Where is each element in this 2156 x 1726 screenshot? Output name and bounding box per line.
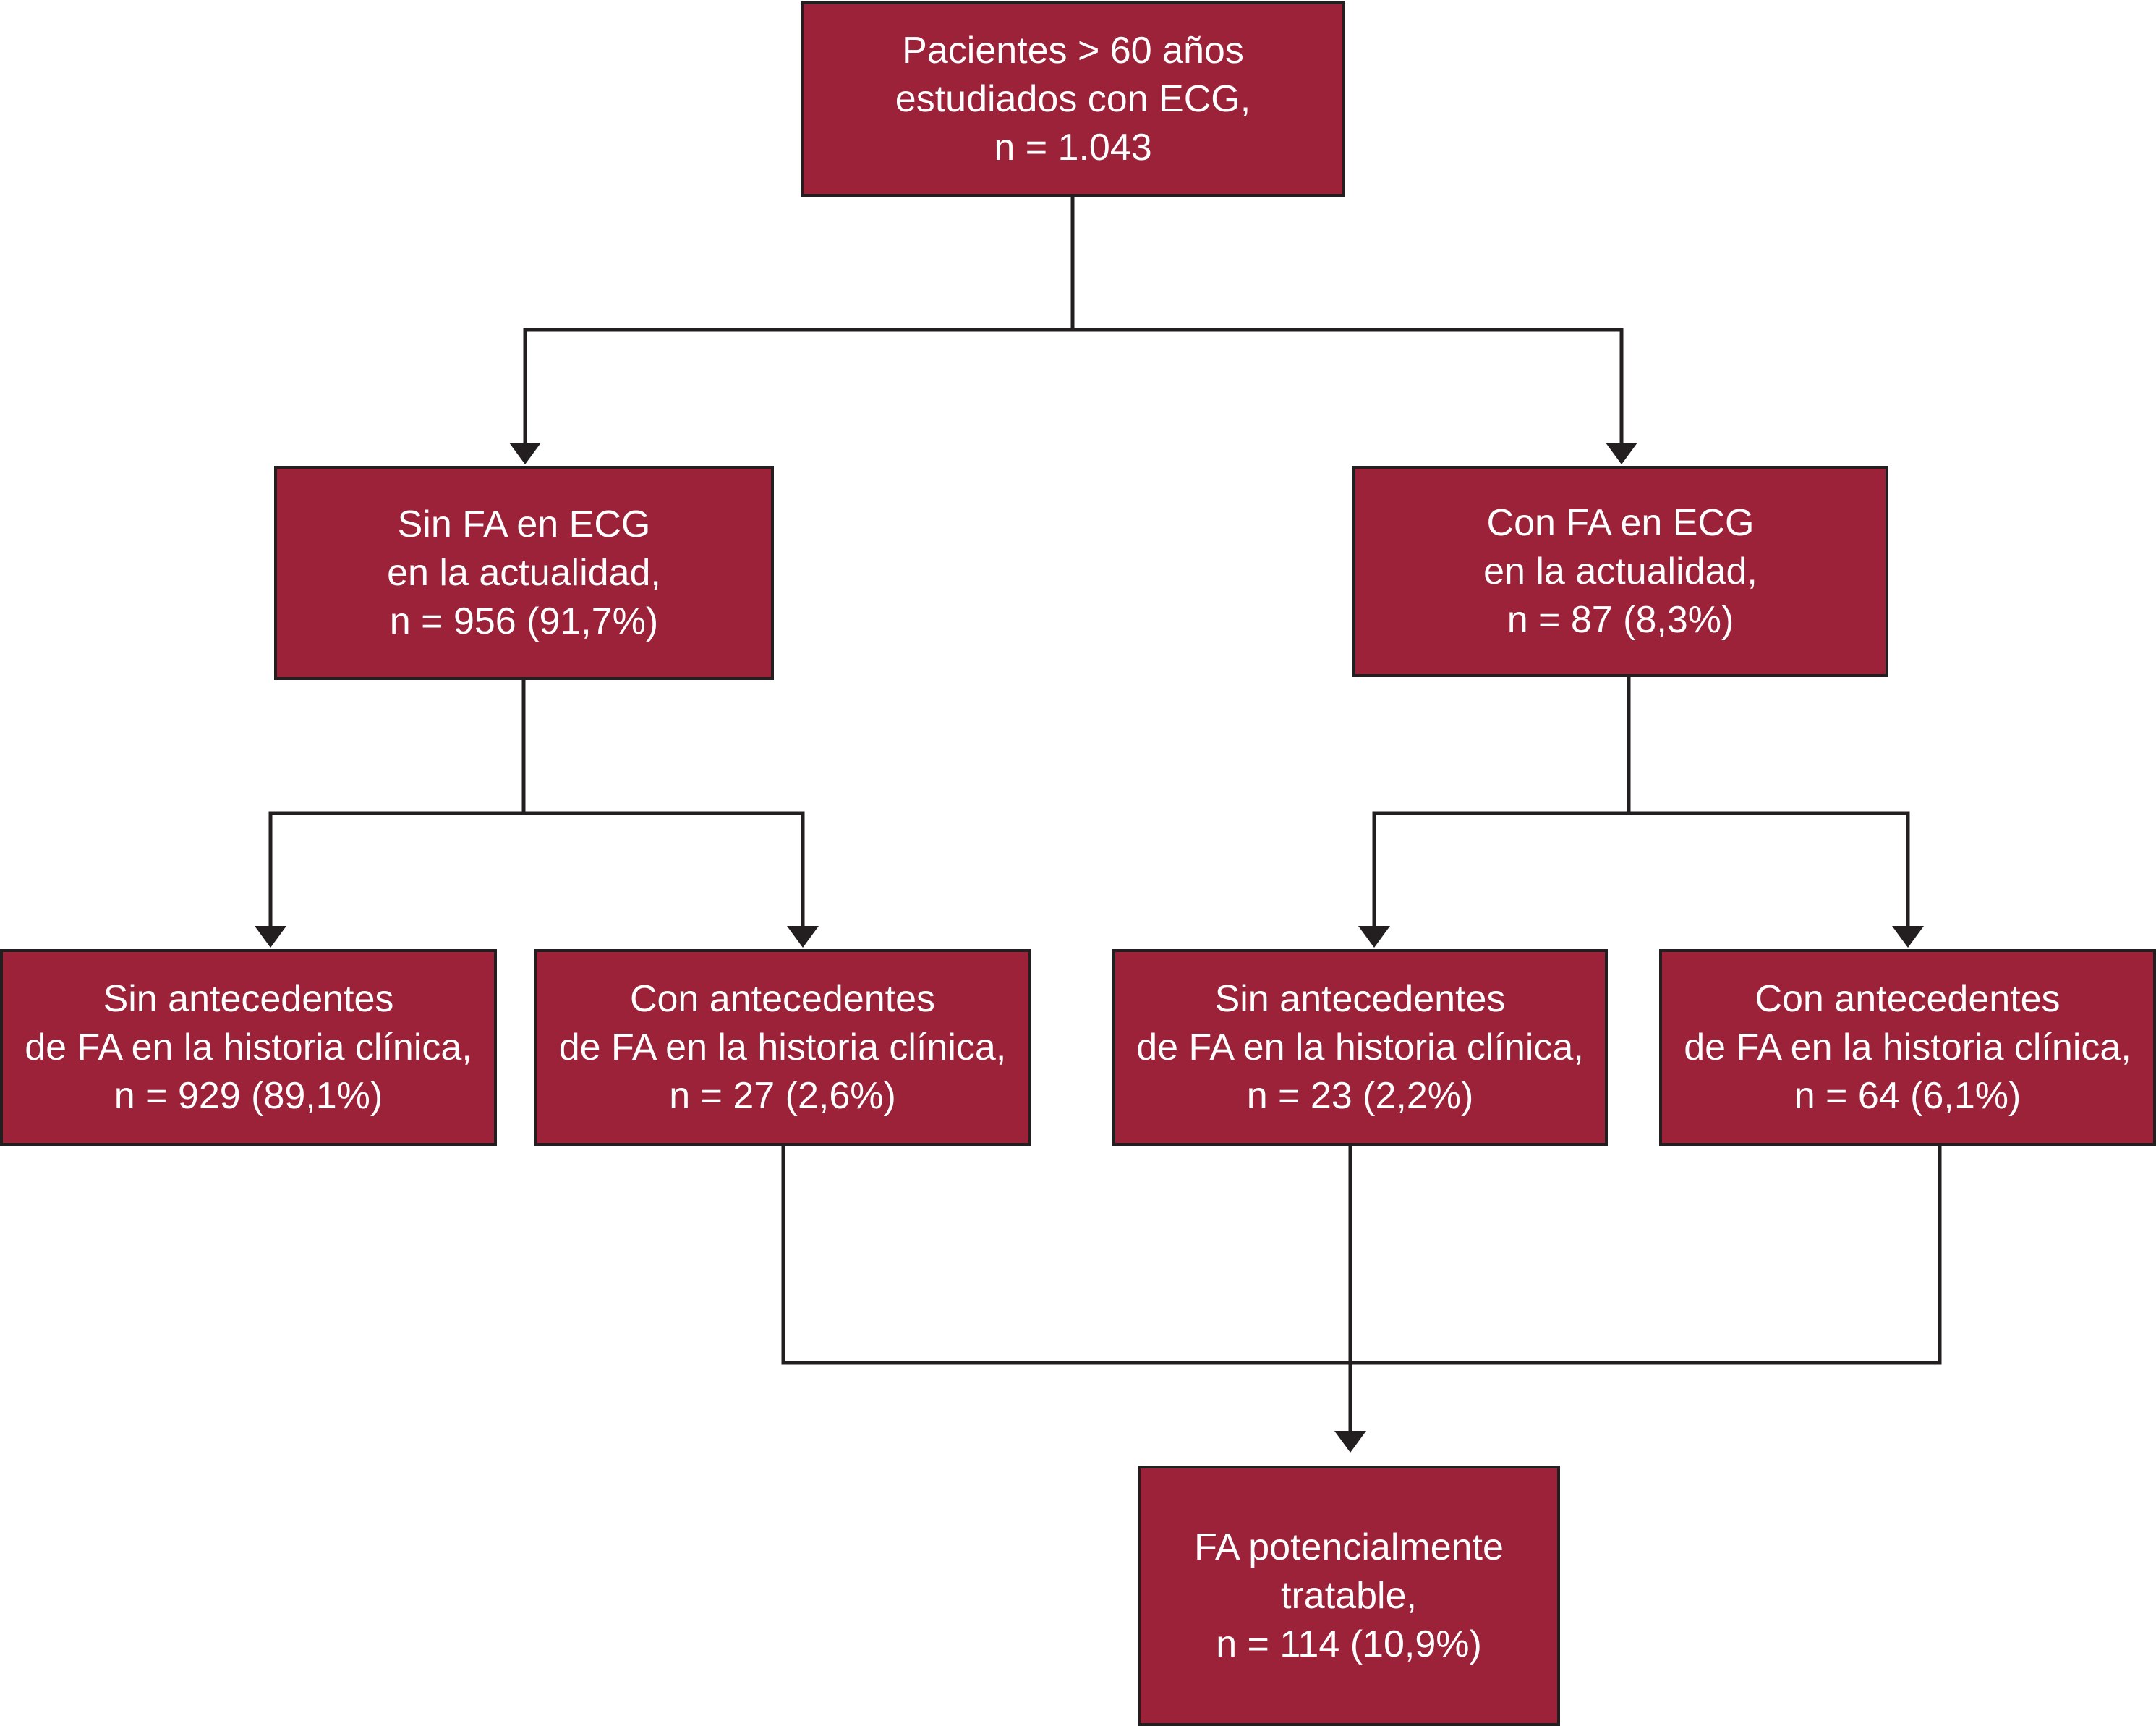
box-sin-fa-sin-antecedentes-line-3: n = 929 (89,1%): [114, 1074, 383, 1117]
box-sin-fa-con-antecedentes: Con antecedentes de FA en la historia cl…: [534, 949, 1031, 1146]
box-con-fa-sin-antecedentes-line-3: n = 23 (2,2%): [1246, 1074, 1474, 1117]
box-con-fa-con-antecedentes: Con antecedentes de FA en la historia cl…: [1659, 949, 2156, 1146]
box-con-fa-con-antecedentes-line-2: de FA en la historia clínica,: [1684, 1026, 2131, 1068]
arrowhead-sin-fa-con-ant: [787, 926, 819, 948]
connector-root-to-sin-fa-ecg: [523, 328, 1073, 443]
box-root-line-1: Pacientes > 60 años: [902, 29, 1244, 72]
box-con-fa-con-antecedentes-line-1: Con antecedentes: [1755, 977, 2061, 1020]
connector-con-fa-to-sin-ant: [1372, 811, 1629, 926]
box-sin-fa-sin-antecedentes-line-2: de FA en la historia clínica,: [25, 1026, 472, 1068]
box-sin-fa-sin-antecedentes: Sin antecedentes de FA en la historia cl…: [0, 949, 497, 1146]
box-root-line-3: n = 1.043: [994, 126, 1152, 169]
box-tratable-line-3: n = 114 (10,9%): [1216, 1623, 1482, 1665]
box-con-fa-sin-antecedentes: Sin antecedentes de FA en la historia cl…: [1112, 949, 1608, 1146]
box-con-fa-ecg-line-2: en la actualidad,: [1483, 550, 1757, 592]
box-sin-fa-con-antecedentes-line-3: n = 27 (2,6%): [669, 1074, 896, 1117]
box-tratable-line-2: tratable,: [1281, 1574, 1417, 1617]
connector-sin-fa-to-con-ant: [524, 811, 805, 926]
box-sin-fa-ecg-line-1: Sin FA en ECG: [397, 503, 651, 545]
box-root-line-2: estudiados con ECG,: [895, 77, 1251, 120]
box-fa-potencialmente-tratable: FA potencialmente tratable, n = 114 (10,…: [1138, 1466, 1560, 1726]
box-con-fa-sin-antecedentes-line-1: Sin antecedentes: [1214, 977, 1506, 1020]
box-sin-fa-sin-antecedentes-line-1: Sin antecedentes: [103, 977, 394, 1020]
box-con-fa-ecg-line-1: Con FA en ECG: [1486, 501, 1755, 544]
box-sin-fa-ecg-line-3: n = 956 (91,7%): [389, 600, 659, 642]
arrowhead-con-fa-sin-ant: [1358, 926, 1390, 948]
arrowhead-con-fa-con-ant: [1892, 926, 1924, 948]
arrowhead-sin-fa-ecg: [509, 443, 541, 464]
connector-con-fa-to-con-ant: [1629, 811, 1910, 926]
connector-merge-left: [781, 1145, 1942, 1365]
box-con-fa-con-antecedentes-line-3: n = 64 (6,1%): [1794, 1074, 2021, 1117]
box-root: Pacientes > 60 años estudiados con ECG, …: [801, 1, 1345, 197]
box-con-fa-ecg-line-3: n = 87 (8,3%): [1507, 598, 1734, 641]
connector-root-to-con-fa-ecg: [1073, 328, 1624, 443]
box-sin-fa-ecg: Sin FA en ECG en la actualidad, n = 956 …: [274, 466, 774, 680]
arrowhead-sin-fa-sin-ant: [255, 926, 286, 948]
box-con-fa-ecg: Con FA en ECG en la actualidad, n = 87 (…: [1352, 466, 1888, 677]
box-tratable-line-1: FA potencialmente: [1194, 1526, 1504, 1568]
arrowhead-tratable: [1334, 1431, 1366, 1453]
box-sin-fa-con-antecedentes-line-2: de FA en la historia clínica,: [558, 1026, 1007, 1068]
box-sin-fa-ecg-line-2: en la actualidad,: [387, 551, 661, 594]
box-sin-fa-con-antecedentes-line-1: Con antecedentes: [629, 977, 936, 1020]
connector-sin-fa-to-sin-ant: [268, 811, 524, 926]
arrowhead-con-fa-ecg: [1606, 443, 1637, 464]
box-con-fa-sin-antecedentes-line-2: de FA en la historia clínica,: [1136, 1026, 1584, 1068]
